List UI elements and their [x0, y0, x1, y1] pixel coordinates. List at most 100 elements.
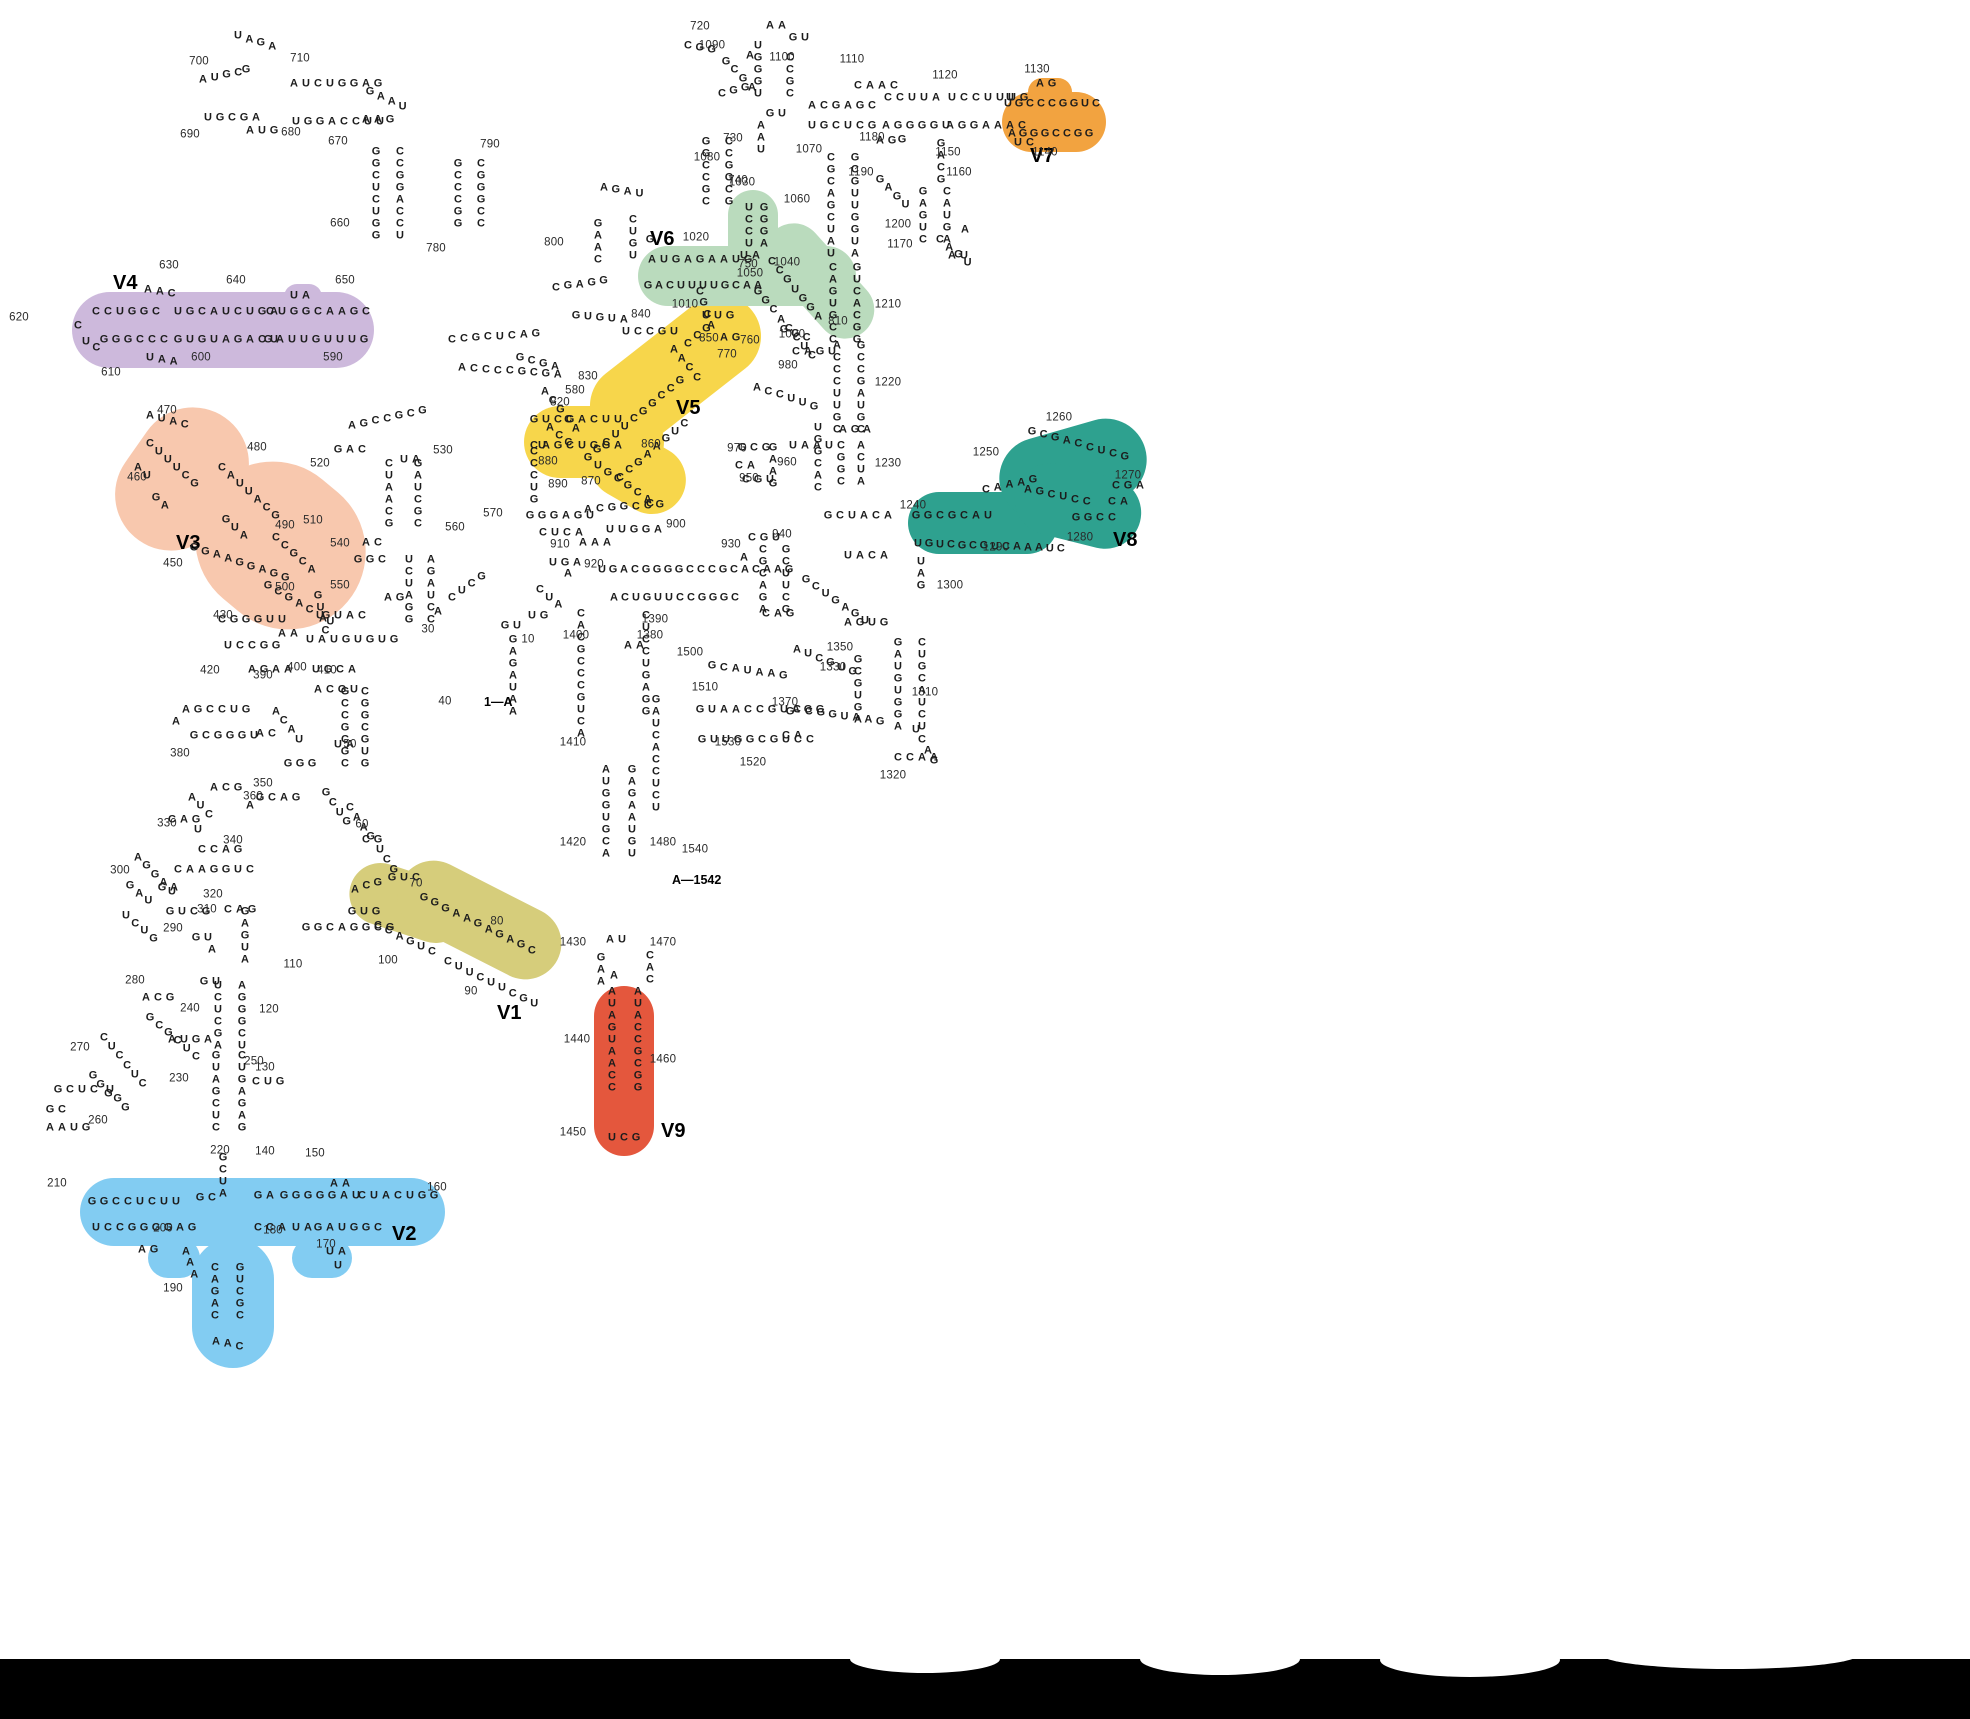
- nucleotide-letter: U: [210, 333, 218, 346]
- nucleotide-letter: C: [829, 321, 837, 334]
- nucleotide-letter: A: [186, 1256, 195, 1269]
- nucleotide-letter: U: [942, 119, 950, 132]
- nucleotide-letter: C: [394, 1189, 402, 1202]
- nucleotide-letter: U: [787, 392, 796, 405]
- nucleotide-letter: U: [618, 933, 626, 946]
- nucleotide-letter: G: [256, 36, 266, 49]
- nucleotide-letter: U: [920, 91, 928, 104]
- nucleotide-letter: U: [542, 413, 550, 426]
- nucleotide-letter: A: [652, 705, 660, 718]
- nucleotide-letter: U: [606, 523, 614, 536]
- nucleotide-letter: C: [341, 709, 349, 722]
- nucleotide-letter: A: [634, 985, 642, 998]
- nucleotide-letter: G: [671, 253, 681, 266]
- nucleotide-letter: A: [946, 119, 954, 132]
- position-label-760: 760: [740, 334, 760, 347]
- nucleotide-letter: U: [757, 143, 765, 156]
- position-label-630: 630: [159, 259, 179, 272]
- nucleotide-letter: G: [850, 223, 860, 236]
- nucleotide-letter: U: [654, 591, 662, 604]
- nucleotide-letter: U: [204, 111, 212, 124]
- nucleotide-letter: U: [167, 885, 176, 898]
- nucleotide-letter: U: [360, 905, 368, 918]
- nucleotide-letter: C: [298, 555, 307, 568]
- region-label-v7: V7: [1030, 145, 1055, 167]
- position-label-1190: 1190: [848, 166, 874, 179]
- nucleotide-letter: U: [602, 811, 610, 824]
- nucleotide-letter: G: [1018, 127, 1028, 140]
- nucleotide-letter: C: [314, 77, 322, 90]
- nucleotide-letter: A: [138, 1243, 146, 1256]
- nucleotide-letter: G: [893, 696, 903, 709]
- nucleotide-letter: C: [396, 157, 404, 170]
- nucleotide-letter: G: [1084, 127, 1094, 140]
- nucleotide-letter: A: [272, 705, 280, 718]
- nucleotide-letter: G: [371, 145, 381, 158]
- nucleotide-letter: U: [943, 209, 951, 222]
- nucleotide-letter: U: [860, 614, 869, 627]
- nucleotide-letter: C: [762, 607, 770, 620]
- nucleotide-letter: C: [374, 921, 382, 934]
- nucleotide-letter: G: [321, 786, 331, 799]
- nucleotide-letter: G: [743, 253, 753, 266]
- nucleotide-letter: U: [172, 461, 181, 474]
- position-label-100: 100: [378, 954, 398, 967]
- nucleotide-letter: C: [758, 733, 766, 746]
- nucleotide-letter: C: [254, 1221, 262, 1234]
- position-label-550: 550: [330, 579, 350, 592]
- nucleotide-letter: U: [241, 941, 249, 954]
- nucleotide-letter: C: [631, 500, 640, 513]
- nucleotide-letter: U: [602, 413, 610, 426]
- nucleotide-letter: U: [354, 633, 362, 646]
- position-label-1400: 1400: [562, 629, 590, 642]
- position-label-430: 430: [213, 609, 233, 622]
- nucleotide-letter: U: [833, 399, 841, 412]
- nucleotide-letter: G: [758, 555, 768, 568]
- nucleotide-letter: A: [169, 415, 178, 428]
- nucleotide-letter: A: [752, 249, 760, 262]
- nucleotide-letter: C: [750, 441, 758, 454]
- nucleotide-letter: A: [578, 413, 586, 426]
- nucleotide-letter: G: [879, 616, 889, 629]
- nucleotide-letter: U: [264, 1075, 272, 1088]
- nucleotide-letter: A: [198, 863, 206, 876]
- nucleotide-letter: G: [313, 921, 323, 934]
- nucleotide-letter: G: [519, 992, 528, 1005]
- nucleotide-letter: U: [70, 1121, 78, 1134]
- nucleotide-letter: U: [288, 333, 296, 346]
- nucleotide-letter: C: [633, 486, 642, 499]
- nucleotide-letter: G: [225, 729, 235, 742]
- nucleotide-letter: G: [237, 1097, 247, 1110]
- nucleotide-letter: C: [827, 175, 835, 188]
- nucleotide-letter: A: [304, 1221, 312, 1234]
- nucleotide-letter: C: [362, 833, 370, 846]
- nucleotide-letter: C: [527, 944, 536, 957]
- nucleotide-letter: C: [792, 331, 801, 344]
- nucleotide-letter: C: [174, 863, 182, 876]
- nucleotide-letter: A: [948, 249, 956, 262]
- nucleotide-letter: G: [759, 225, 769, 238]
- nucleotide-letter: U: [622, 325, 630, 338]
- nucleotide-letter: C: [1112, 479, 1120, 492]
- nucleotide-letter: C: [536, 583, 544, 596]
- nucleotide-letter: C: [321, 624, 330, 637]
- nucleotide-letter: A: [554, 598, 563, 611]
- region-label-v6: V6: [650, 228, 675, 250]
- nucleotide-letter: G: [576, 643, 586, 656]
- nucleotide-letter: C: [198, 305, 206, 318]
- position-label-650: 650: [335, 274, 355, 287]
- nucleotide-letter: C: [820, 99, 828, 112]
- nucleotide-letter: G: [601, 799, 611, 812]
- nucleotide-letter: C: [212, 1097, 220, 1110]
- nucleotide-letter: G: [88, 1069, 98, 1082]
- nucleotide-letter: C: [454, 169, 462, 182]
- nucleotide-letter: C: [1026, 136, 1034, 149]
- nucleotide-letter: G: [651, 693, 661, 706]
- nucleotide-letter: C: [206, 703, 214, 716]
- nucleotide-letter: A: [993, 481, 1002, 493]
- nucleotide-letter: A: [884, 509, 892, 522]
- nucleotide-letter: A: [318, 633, 326, 646]
- nucleotide-letter: G: [785, 75, 795, 88]
- nucleotide-letter: A: [603, 536, 611, 549]
- nucleotide-letter: A: [646, 961, 654, 974]
